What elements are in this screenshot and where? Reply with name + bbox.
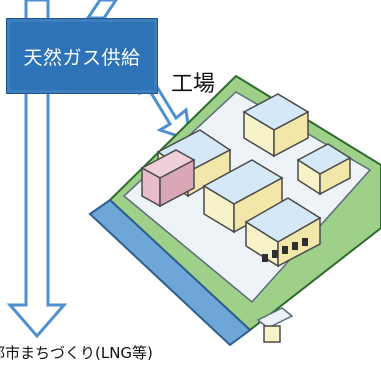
small-arrow-icon bbox=[85, 0, 118, 20]
bottom-caption: 都市まちづくり(LNG等) bbox=[0, 344, 153, 362]
natural-gas-supply-box: 天然ガス供給 bbox=[6, 18, 158, 94]
factory-illustration bbox=[88, 74, 381, 347]
natural-gas-supply-label: 天然ガス供給 bbox=[23, 46, 141, 69]
factory-label: 工場 bbox=[171, 72, 216, 97]
